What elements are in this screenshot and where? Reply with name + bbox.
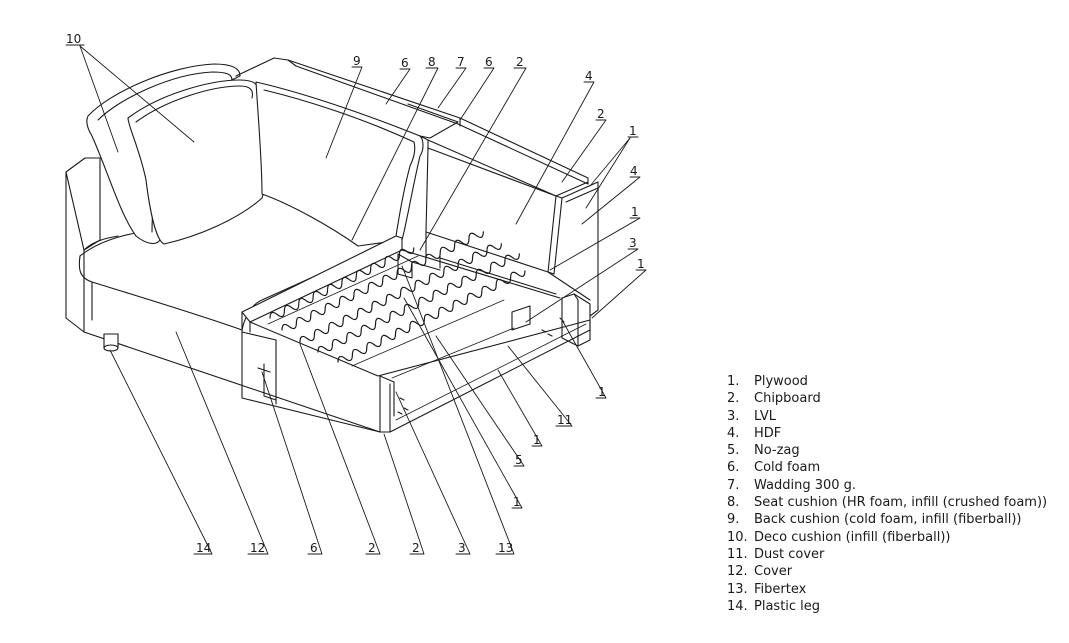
legend-number: 10.	[727, 529, 748, 545]
callout-2: 2	[368, 541, 376, 555]
callout-8: 8	[428, 55, 436, 69]
callout-1: 1	[513, 495, 521, 509]
callout-14: 14	[196, 541, 211, 555]
callout-2: 2	[597, 107, 605, 121]
legend-number: 3.	[727, 408, 740, 424]
legend-text: Cold foam	[754, 460, 821, 476]
legend-text: Fibertex	[754, 581, 807, 597]
legend-item: 5. No-zag	[727, 442, 1047, 459]
legend-text: Seat cushion (HR foam, infill (crushed f…	[754, 495, 1048, 511]
legend-item: 12. Cover	[727, 563, 1047, 580]
back-cushion	[255, 81, 424, 247]
callout-3: 3	[629, 236, 637, 250]
lvl-rail	[511, 293, 591, 347]
callout-2: 2	[516, 55, 524, 69]
legend-number: 4.	[727, 425, 740, 441]
callout-4: 4	[630, 164, 638, 178]
materials-legend: 1. Plywood 2. Chipboard 3. LVL 4. HDF 5. No-z…	[727, 373, 1047, 615]
legend-number: 12.	[727, 564, 748, 580]
callout-6: 6	[485, 55, 493, 69]
legend-text: Deco cushion (infill (fiberball))	[754, 529, 951, 545]
callout-1: 1	[631, 205, 639, 219]
legend-text: Plastic leg	[754, 598, 821, 614]
callout-9: 9	[353, 54, 361, 68]
legend-number: 6.	[727, 460, 740, 476]
callout-1: 1	[598, 385, 606, 399]
seat-cushion	[241, 235, 403, 333]
legend-number: 8.	[727, 495, 740, 511]
legend-item: 1. Plywood	[727, 373, 1047, 390]
plastic-leg	[103, 333, 119, 352]
legend-item: 4. HDF	[727, 425, 1047, 442]
leader-lines	[65, 44, 647, 555]
back-frame	[235, 57, 589, 197]
legend-item: 11. Dust cover	[727, 546, 1047, 563]
legend-item: 6. Cold foam	[727, 459, 1047, 476]
callout-11: 11	[557, 413, 572, 427]
legend-item: 10. Deco cushion (infill (fiberball))	[727, 529, 1047, 546]
callout-2: 2	[412, 541, 420, 555]
callout-3: 3	[458, 541, 466, 555]
legend-number: 14.	[727, 598, 748, 614]
legend-item: 14. Plastic leg	[727, 598, 1047, 615]
legend-number: 5.	[727, 443, 740, 459]
callout-4: 4	[585, 69, 593, 83]
sofa-left-arm	[65, 157, 119, 333]
legend-item: 9. Back cushion (cold foam, infill (fiber…	[727, 511, 1047, 528]
legend-item: 8. Seat cushion (HR foam, infill (crushed…	[727, 494, 1047, 511]
legend-item: 13. Fibertex	[727, 581, 1047, 598]
callout-numbers: 10 9 6 8 7 6 2 4 2 1 4 1 3 1 1 11 1 5 1 …	[66, 32, 645, 555]
legend-text: Wadding 300 g.	[754, 477, 857, 493]
right-back-panel	[425, 147, 599, 317]
legend-text: Cover	[754, 564, 793, 580]
legend-text: No-zag	[754, 443, 800, 459]
legend-item: 2. Chipboard	[727, 390, 1047, 407]
legend-text: Dust cover	[754, 546, 825, 562]
callout-6: 6	[310, 541, 318, 555]
deco-cushion	[86, 63, 265, 245]
no-zag-springs	[267, 231, 526, 367]
callout-5: 5	[515, 453, 523, 467]
legend-number: 13.	[727, 581, 748, 597]
legend-item: 3. LVL	[727, 408, 1047, 425]
legend-text: HDF	[754, 425, 782, 441]
legend-number: 2.	[727, 391, 740, 407]
dust-cover	[391, 323, 587, 421]
legend-text: Chipboard	[754, 391, 821, 407]
callout-12: 12	[250, 541, 265, 555]
legend-item: 7. Wadding 300 g.	[727, 477, 1047, 494]
callout-10: 10	[66, 32, 81, 46]
legend-number: 1.	[727, 374, 740, 389]
legend-text: Back cushion (cold foam, infill (fiberba…	[754, 512, 1022, 528]
legend-text: LVL	[754, 408, 776, 424]
legend-number: 11.	[727, 546, 748, 562]
callout-7: 7	[457, 55, 465, 69]
callout-6: 6	[401, 56, 409, 70]
callout-1: 1	[637, 257, 645, 271]
legend-text: Plywood	[754, 374, 808, 389]
seat-base-frame	[241, 249, 591, 433]
callout-1: 1	[533, 433, 541, 447]
legend-number: 9.	[727, 512, 740, 528]
callout-13: 13	[498, 541, 513, 555]
callout-1: 1	[629, 124, 637, 138]
legend-number: 7.	[727, 477, 740, 493]
